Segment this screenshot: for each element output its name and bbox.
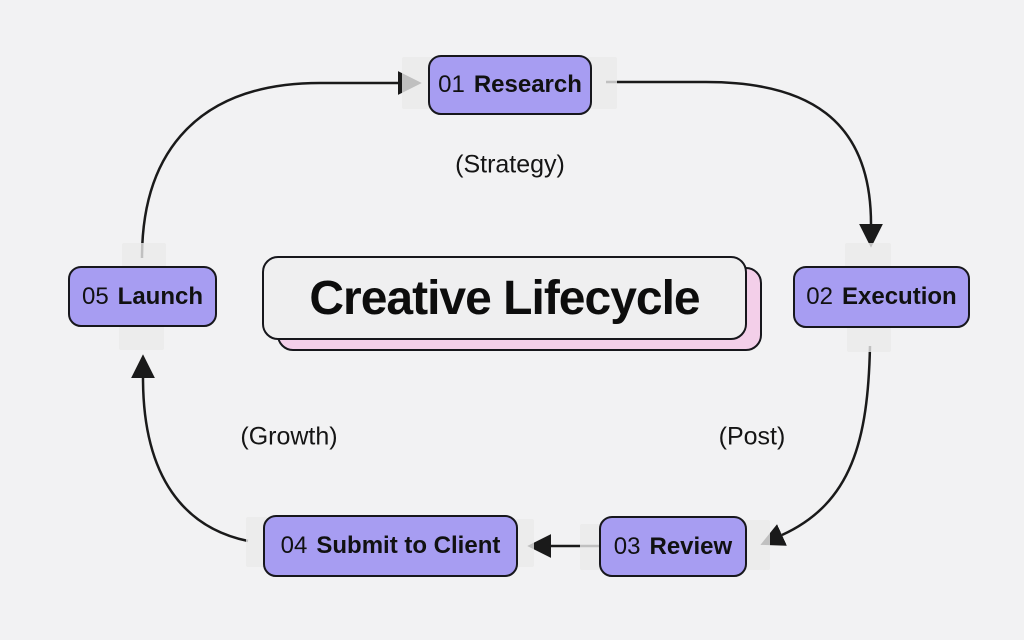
node-submit-to-client: 04 Submit to Client — [263, 515, 518, 577]
annotation-post: (Post) — [718, 422, 786, 451]
arrow-launch-to-research — [140, 71, 422, 259]
node-number: 05 — [81, 282, 109, 310]
tape-launch-top — [122, 243, 166, 269]
title-card: Creative Lifecycle — [262, 256, 747, 340]
tape-execution-bottom — [847, 324, 891, 352]
node-review: 03 Review — [599, 516, 747, 577]
node-number: 04 — [280, 532, 308, 559]
node-label: Submit to Client — [316, 532, 501, 559]
arrow-submit-to-launch — [131, 354, 249, 543]
tape-submit-left — [246, 517, 268, 567]
annotation-growth: (Growth) — [240, 422, 338, 451]
page-title: Creative Lifecycle — [309, 271, 700, 325]
node-number: 03 — [613, 532, 641, 560]
node-execution: 02 Execution — [793, 266, 970, 328]
node-label: Launch — [117, 282, 204, 310]
node-launch: 05 Launch — [68, 266, 217, 327]
node-label: Execution — [842, 283, 957, 310]
node-label: Review — [649, 532, 733, 560]
node-research: 01 Research — [428, 55, 592, 115]
node-number: 02 — [806, 283, 833, 310]
arrow-execution-to-review — [760, 345, 872, 546]
tape-execution-top — [845, 243, 891, 268]
arrow-research-to-execution — [606, 80, 883, 248]
node-label: Research — [473, 71, 582, 98]
annotation-strategy: (Strategy) — [455, 150, 565, 179]
node-number: 01 — [438, 71, 465, 98]
